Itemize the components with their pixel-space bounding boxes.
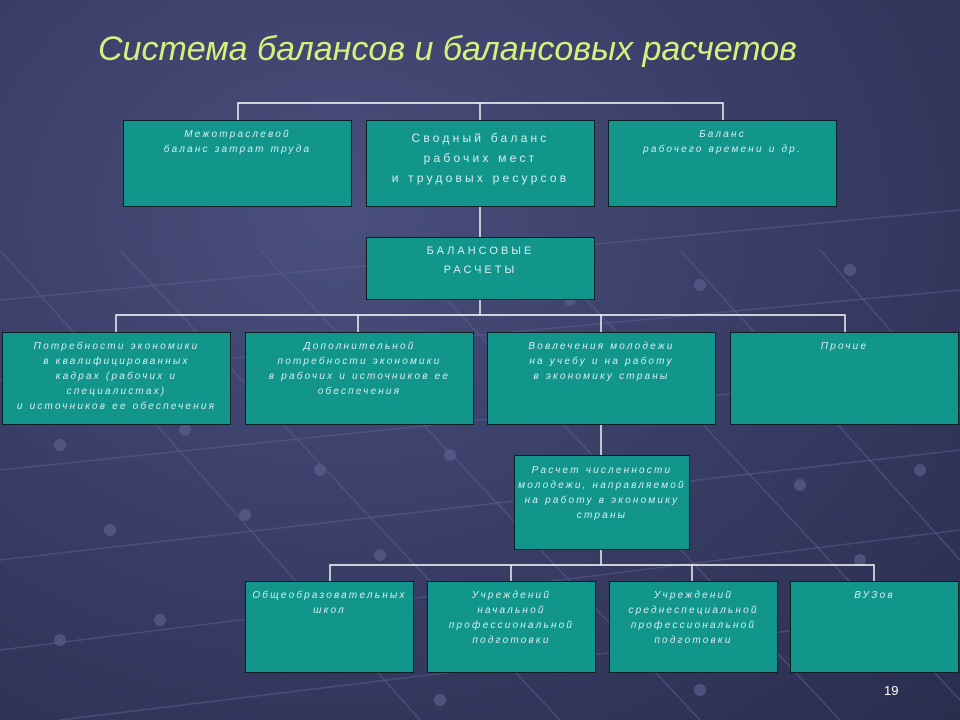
slide-title: Система балансов и балансовых расчетов: [98, 30, 797, 68]
box-other: Прочие: [730, 332, 959, 425]
box-intersectoral-labor-balance: Межотраслевой баланс затрат труда: [123, 120, 352, 207]
box-general-schools: Общеобразовательных школ: [245, 581, 414, 673]
box-universities: ВУЗов: [790, 581, 959, 673]
box-youth-calculation: Расчет численности молодежи, направляемо…: [514, 455, 690, 550]
box-economy-needs: Потребности экономики в квалифицированны…: [2, 332, 231, 425]
box-additional-needs: Дополнительной потребности экономики в р…: [245, 332, 474, 425]
box-secondary-vocational: Учреждений среднеспециальной профессиона…: [609, 581, 778, 673]
box-summary-workplaces-balance: Сводный баланс рабочих мест и трудовых р…: [366, 120, 595, 207]
page-number: 19: [884, 683, 899, 698]
box-balance-calculations: БАЛАНСОВЫЕ РАСЧЕТЫ: [366, 237, 595, 300]
box-youth-involvement: Вовлечения молодежи на учебу и на работу…: [487, 332, 716, 425]
box-primary-vocational: Учреждений начальной профессиональной по…: [427, 581, 596, 673]
box-working-time-balance: Баланс рабочего времени и др.: [608, 120, 837, 207]
